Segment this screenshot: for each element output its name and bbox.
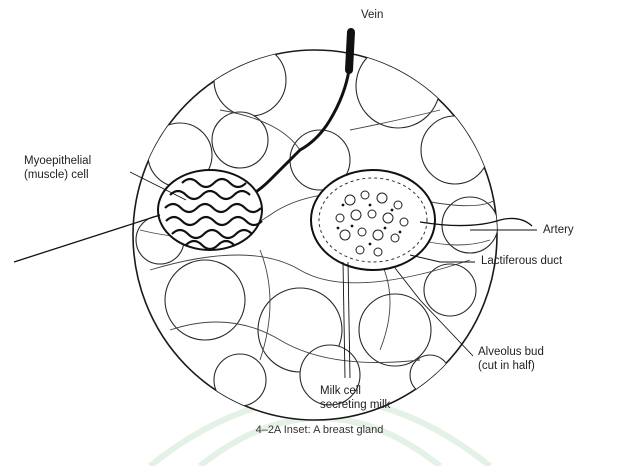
- label-alveolus-line1: Alveolus bud: [478, 345, 544, 359]
- label-lactiferous-duct-text: Lactiferous duct: [481, 254, 562, 268]
- figure-caption: 4–2A Inset: A breast gland: [0, 424, 639, 436]
- label-myoepithelial-line1: Myoepithelial: [24, 154, 91, 168]
- label-vein-text: Vein: [361, 8, 383, 22]
- label-milk-cell-line2: secreting milk: [320, 398, 390, 412]
- label-myoepithelial-cell: Myoepithelial (muscle) cell: [24, 154, 91, 182]
- alveolus-bud: [311, 170, 435, 270]
- label-alveolus-bud: Alveolus bud (cut in half): [478, 345, 544, 373]
- label-artery: Artery: [543, 223, 574, 237]
- label-milk-cell: Milk cell secreting milk: [320, 384, 390, 412]
- label-vein: Vein: [361, 8, 383, 22]
- label-lactiferous-duct: Lactiferous duct: [481, 254, 562, 268]
- myoepithelial-cell: [158, 170, 262, 250]
- label-myoepithelial-line2: (muscle) cell: [24, 168, 91, 182]
- label-alveolus-line2: (cut in half): [478, 359, 544, 373]
- label-milk-cell-line1: Milk cell: [320, 384, 390, 398]
- label-artery-text: Artery: [543, 223, 574, 237]
